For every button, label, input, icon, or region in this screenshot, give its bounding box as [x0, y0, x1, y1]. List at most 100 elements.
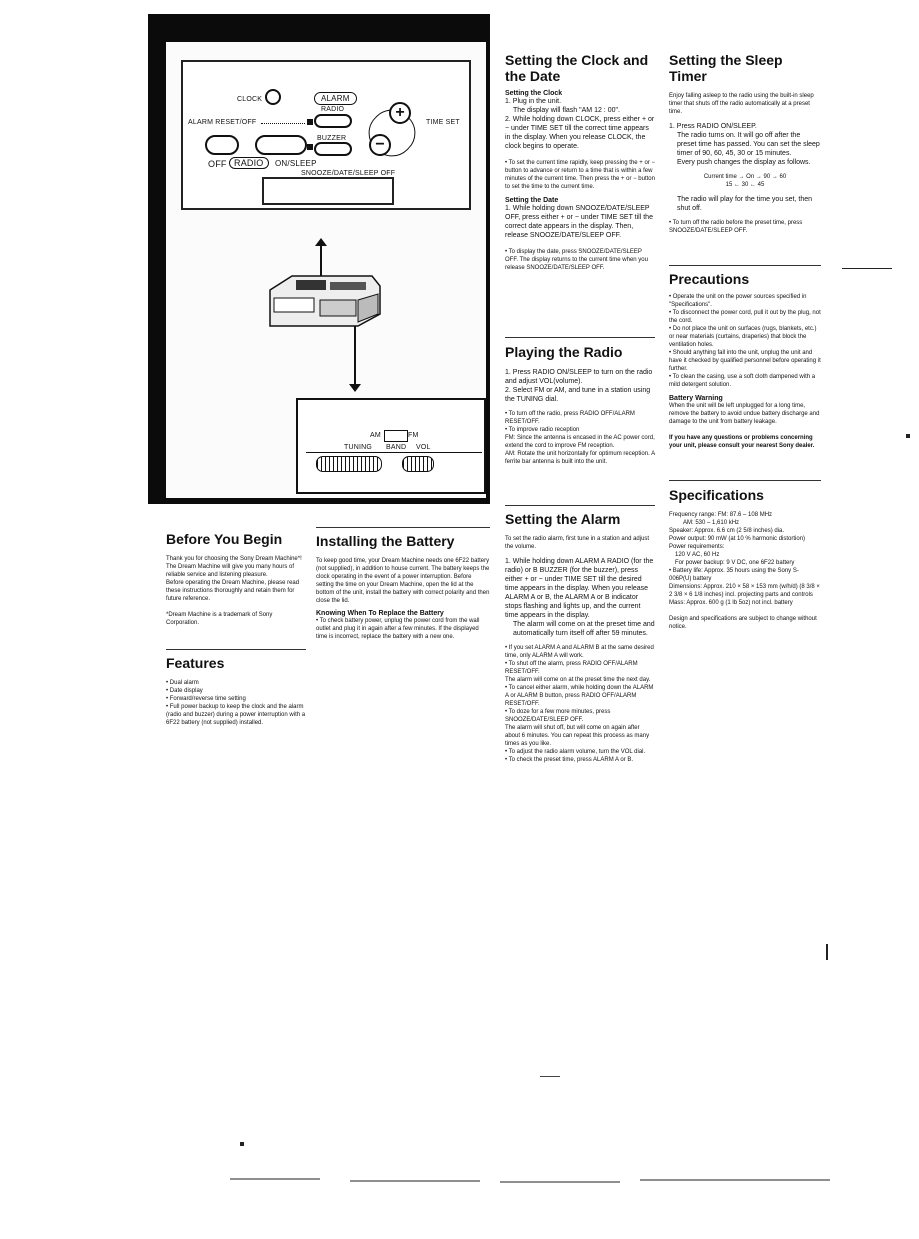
clock-button-icon — [265, 89, 281, 105]
spec-line: Mass: Approx. 600 g (1 lb 5oz) not incl.… — [669, 600, 793, 606]
off-label: OFF — [208, 159, 227, 169]
clock-title-2: the Date — [505, 68, 561, 84]
clock-note-2: • To display the date, press SNOOZE/DATE… — [505, 249, 648, 271]
before-p3: *Dream Machine is a trademark of Sony Co… — [166, 612, 273, 626]
clock-sub1: Setting the Clock — [505, 90, 563, 97]
spec-line: 120 V AC, 60 Hz — [675, 552, 720, 558]
list-item: • Forward/reverse time setting — [166, 696, 246, 702]
sleep-step-1b: The radio turns on. It will go off after… — [677, 132, 820, 157]
list-item: • Should anything fall into the unit, un… — [669, 350, 821, 372]
on-sleep-label: ON/SLEEP — [275, 159, 317, 168]
am-label: AM — [370, 432, 381, 439]
before-title: Before You Begin — [166, 531, 283, 547]
spec-line: • Battery life: Approx. 35 hours using t… — [669, 568, 799, 582]
specifications-section: Specifications Frequency range: FM: 87.6… — [669, 487, 821, 631]
radio-off-button — [205, 135, 239, 155]
leader-line — [261, 123, 305, 124]
clock-step-3: 1. While holding down SNOOZE/DATE/SLEEP … — [505, 205, 653, 239]
control-panel-diagram: CLOCK ALARM RADIO ALARM RESET/OFF BUZZER… — [181, 60, 471, 210]
radio-label: RADIO — [321, 106, 345, 113]
list-item: • Operate the unit on the power sources … — [669, 294, 807, 308]
radio-note-4: AM: Rotate the unit horizontally for opt… — [505, 451, 655, 465]
spec-line: Speaker: Approx. 6.6 cm (2 5/8 inches) d… — [669, 528, 785, 534]
arrow-down-icon — [349, 384, 361, 392]
alarm-note: • To doze for a few more minutes, press … — [505, 709, 611, 723]
alarm-note: • To shut off the alarm, press RADIO OFF… — [505, 661, 638, 675]
radio-box-label: RADIO — [229, 157, 269, 169]
arrow-up-line — [320, 243, 322, 283]
tuning-panel-diagram: AM FM TUNING BAND VOL — [296, 398, 486, 494]
buzzer-label: BUZZER — [317, 135, 347, 142]
radio-step-1: 1. Press RADIO ON/SLEEP to turn on the r… — [505, 369, 653, 385]
alarm-note: • To cancel either alarm, while holding … — [505, 685, 654, 707]
volume-dial-icon — [402, 456, 434, 472]
alarm-notes: • If you set ALARM A and ALARM B at the … — [505, 644, 655, 764]
snooze-label: SNOOZE/DATE/SLEEP OFF — [301, 170, 396, 177]
sleep-cycle-2: 15 ← 30 ← 45 — [725, 182, 765, 188]
battery-warning-text: When the unit will be left unplugged for… — [669, 403, 820, 425]
features-list: • Dual alarm • Date display • Forward/re… — [166, 679, 306, 727]
alarm-reset-label: ALARM RESET/OFF — [188, 119, 257, 126]
clock-step-1b: The display will flash "AM 12 : 00". — [513, 107, 620, 114]
spec-line: Dimensions: Approx. 210 × 58 × 153 mm (w… — [669, 584, 820, 598]
plus-icon: + — [389, 102, 411, 124]
band-label: BAND — [386, 444, 407, 451]
before-p2: Before operating the Dream Machine, plea… — [166, 580, 300, 602]
clock-title-1: Setting the Clock and — [505, 52, 649, 68]
battery-title: Installing the Battery — [316, 533, 455, 549]
alarm-label: ALARM — [314, 92, 357, 105]
divider — [316, 527, 490, 528]
sleep-cycle-1: Current time → On → 90 → 60 — [703, 174, 787, 180]
radio-title: Playing the Radio — [505, 344, 623, 360]
clock-note-1: • To set the current time rapidly, keep … — [505, 160, 655, 190]
scan-mark — [826, 944, 828, 960]
vol-label: VOL — [416, 444, 431, 451]
clock-step-2: 2. While holding down CLOCK, press eithe… — [505, 116, 655, 150]
alarm-step-1: 1. While holding down ALARM A RADIO (for… — [505, 558, 654, 619]
sleep-step-1: 1. Press RADIO ON/SLEEP. — [669, 123, 757, 130]
battery-section: Installing the Battery To keep good time… — [316, 533, 490, 641]
scan-mark — [640, 1179, 830, 1181]
divider — [505, 337, 655, 338]
spec-line: Power output: 90 mW (at 10 % harmonic di… — [669, 536, 806, 542]
clock-step-1: 1. Plug in the unit. — [505, 98, 562, 105]
band-switch-icon — [384, 430, 408, 442]
sleep-step-1c: Every push changes the display as follow… — [677, 159, 811, 166]
before-you-begin-section: Before You Begin Thank you for choosing … — [166, 531, 306, 627]
minus-icon: − — [369, 134, 391, 156]
divider — [166, 649, 306, 650]
scan-mark — [230, 1178, 320, 1180]
list-item: • To clean the casing, use a soft cloth … — [669, 374, 816, 388]
sleep-intro: Enjoy falling asleep to the radio using … — [669, 93, 814, 115]
fm-label: FM — [408, 432, 419, 439]
alarm-b-indicator-icon — [307, 144, 313, 150]
radio-section: Playing the Radio 1. Press RADIO ON/SLEE… — [505, 344, 655, 466]
clock-label: CLOCK — [237, 96, 263, 103]
alarm-a-button — [314, 114, 352, 128]
alarm-a-indicator-icon — [307, 119, 313, 125]
alarm-note: • If you set ALARM A and ALARM B at the … — [505, 645, 654, 659]
alarm-section: Setting the Alarm To set the radio alarm… — [505, 511, 655, 764]
radio-note-3: FM: Since the antenna is encased in the … — [505, 435, 655, 449]
battery-p2: • To check battery power, unplug the pow… — [316, 618, 480, 640]
dial-edge — [306, 452, 482, 461]
tuning-label: TUNING — [344, 444, 373, 451]
clock-sub2: Setting the Date — [505, 197, 559, 204]
list-item: • To disconnect the power cord, pull it … — [669, 310, 821, 324]
battery-p1: To keep good time, your Dream Machine ne… — [316, 558, 490, 604]
arrow-down-line — [354, 320, 356, 384]
radio-unit-illustration — [269, 275, 381, 327]
alarm-title: Setting the Alarm — [505, 511, 621, 527]
radio-step-2: 2. Select FM or AM, and tune in a statio… — [505, 387, 651, 403]
sleep-section: Setting the Sleep Timer Enjoy falling as… — [669, 52, 821, 235]
features-title: Features — [166, 655, 225, 671]
alarm-note: The alarm will come on at the preset tim… — [505, 677, 651, 683]
time-set-label: TIME SET — [426, 119, 460, 126]
radio-note-1: • To turn off the radio, press RADIO OFF… — [505, 411, 635, 425]
divider — [669, 265, 821, 266]
sleep-title: Setting the Sleep Timer — [669, 52, 783, 84]
arrow-up-icon — [315, 238, 327, 246]
radio-note-2: • To improve radio reception — [505, 427, 580, 433]
alarm-step-1b: The alarm will come on at the preset tim… — [513, 621, 655, 637]
clock-section: Setting the Clock and the Date Setting t… — [505, 52, 655, 272]
